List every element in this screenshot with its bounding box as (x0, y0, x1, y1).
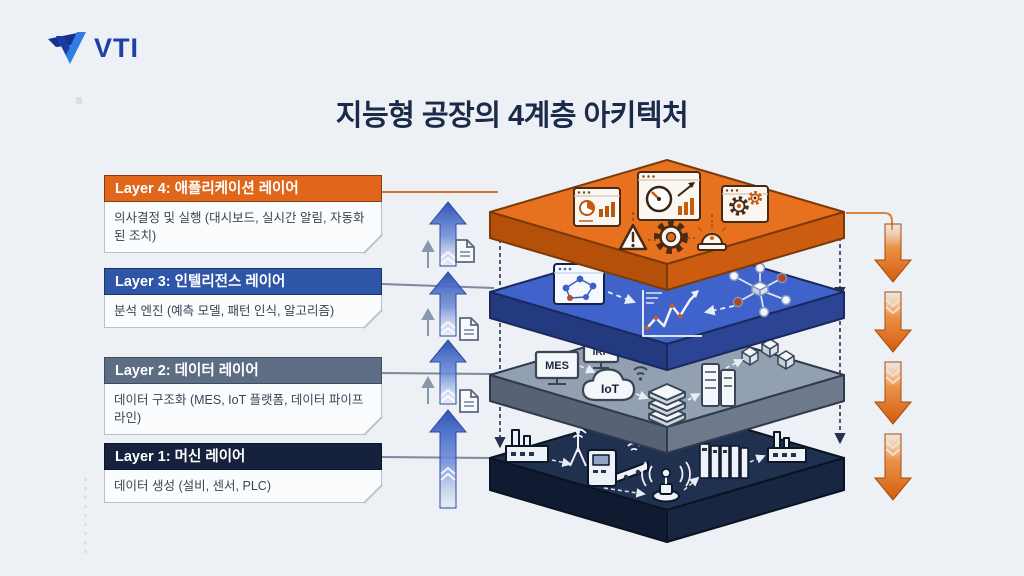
plc-rack-icon (699, 443, 749, 479)
down-arrows (873, 223, 913, 501)
layer4-description: 의사결정 및 실행 (대시보드, 실시간 알림, 자동화된 조치) (104, 202, 382, 253)
iot-label: IoT (601, 382, 620, 396)
layer4-header: Layer 4: 애플리케이션 레이어 (104, 175, 382, 202)
ai-network-icon (728, 262, 792, 318)
up-arrow (428, 201, 468, 267)
vti-logo-text: VTI (94, 32, 140, 63)
trend-chart-icon (642, 290, 702, 337)
automation-window-icon (721, 185, 769, 223)
dashboard-window-icon (573, 187, 621, 227)
data-flow-arrows (579, 359, 744, 402)
small-up-arrows (421, 239, 435, 404)
document-icon (459, 389, 479, 413)
data-cubes-icon (741, 338, 795, 370)
up-arrows (421, 201, 468, 509)
database-stack-icon (648, 383, 686, 428)
small-factory-icon (767, 431, 807, 463)
document-icon (459, 317, 479, 341)
layer4-box: Layer 4: 애플리케이션 레이어 의사결정 및 실행 (대시보드, 실시간… (104, 175, 383, 255)
layer3-description: 분석 엔진 (예측 모델, 패턴 인식, 알고리즘) (104, 295, 382, 328)
sensor-beacon-icon (641, 461, 691, 503)
cnc-machine-icon (587, 442, 649, 487)
mes-label: MES (545, 360, 569, 372)
gear-icon (654, 220, 688, 254)
iot-cloud-icon: IoT (581, 366, 648, 402)
down-arrow (873, 223, 913, 283)
intelligence-layer-slab (489, 239, 845, 371)
mes-terminal-icon: MES (534, 350, 580, 385)
alert-siren-icon (697, 223, 727, 251)
up-arrow (428, 339, 468, 405)
factory-icon (505, 429, 549, 463)
warning-icon (618, 223, 648, 251)
irp-label: IRP (593, 347, 610, 358)
up-arrow (428, 271, 468, 337)
layer1-description: 데이터 생성 (설비, 센서, PLC) (104, 470, 382, 503)
data-layer-slab: MES IRP IoT (489, 322, 845, 454)
up-arrow (428, 409, 468, 509)
document-icons (455, 239, 479, 413)
layer3-header: Layer 3: 인텔리전스 레이어 (104, 268, 382, 295)
layer2-header: Layer 2: 데이터 레이어 (104, 357, 382, 384)
application-layer-slab (489, 159, 845, 291)
layer2-description: 데이터 구조화 (MES, IoT 플랫폼, 데이터 파이프라인) (104, 384, 382, 435)
down-arrow (873, 291, 913, 353)
page-title: 지능형 공장의 4계층 아키텍처 (335, 100, 689, 132)
faint-artifact (76, 97, 82, 104)
server-rack-icon (701, 363, 736, 407)
node-graph-window-icon (553, 263, 605, 305)
layer1-header: Layer 1: 머신 레이어 (104, 443, 382, 470)
application-flow-dashes (632, 212, 713, 241)
down-arrow (873, 361, 913, 425)
label-connectors (381, 191, 893, 459)
ruler-artifact (84, 478, 87, 556)
machine-layer-slab (489, 405, 845, 543)
gauge-window-icon (637, 171, 701, 221)
vti-logo: VTI (46, 28, 139, 68)
machine-flow-arrows (551, 454, 766, 498)
layer2-box: Layer 2: 데이터 레이어 데이터 구조화 (MES, IoT 플랫폼, … (104, 357, 383, 437)
layer3-box: Layer 3: 인텔리전스 레이어 분석 엔진 (예측 모델, 패턴 인식, … (104, 268, 383, 330)
layer1-box: Layer 1: 머신 레이어 데이터 생성 (설비, 센서, PLC) (104, 443, 383, 505)
vti-logo-icon (48, 32, 86, 64)
document-icon (455, 239, 475, 263)
down-arrow (873, 433, 913, 501)
